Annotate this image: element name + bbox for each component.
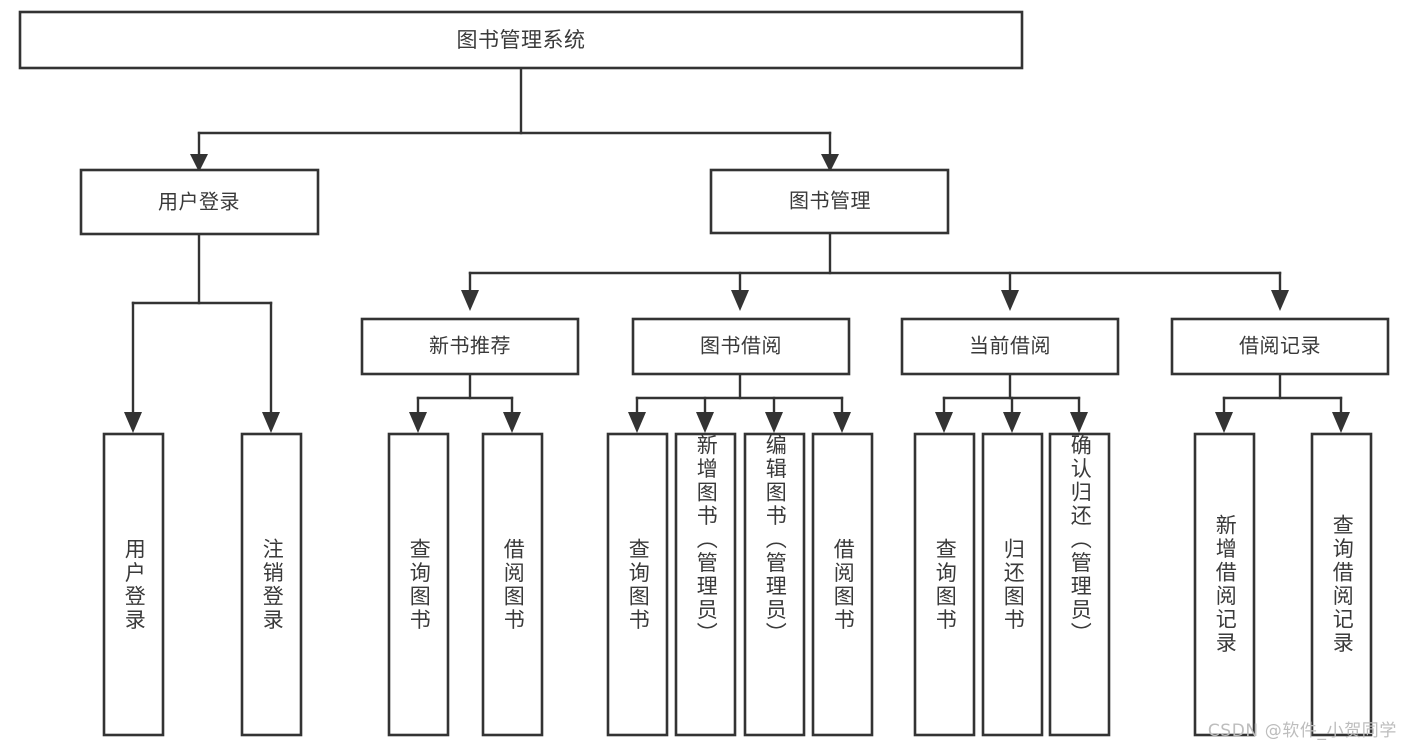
node-new-book-recommend[interactable] — [360, 317, 580, 376]
connector-layer — [124, 66, 1350, 433]
node-root-label: 图书管理系统 — [457, 28, 586, 52]
arrow-cb-leaf-2 — [1003, 412, 1021, 433]
node-book-borrow[interactable] — [631, 317, 851, 376]
arrow-nb-leaf-1 — [409, 412, 427, 433]
leaf-box-borrow-record-2[interactable] — [1310, 432, 1373, 737]
arrow-cb-leaf-3 — [1070, 412, 1088, 433]
arrow-br-leaf-2 — [1332, 412, 1350, 433]
node-user-login[interactable] — [79, 168, 320, 236]
leaf-box-borrow-record-1[interactable] — [1193, 432, 1256, 737]
leaf-box-book-borrow-1[interactable] — [606, 432, 669, 737]
node-layer: 图书管理系统 用户登录 图书管理 新书推荐 图书借阅 当前借阅 借阅记录 — [18, 10, 1390, 737]
node-borrow-record[interactable] — [1170, 317, 1390, 376]
leaf-box-current-borrow-2[interactable] — [981, 432, 1044, 737]
leaf-box-book-borrow-3[interactable] — [743, 432, 806, 737]
node-book-borrow-label: 图书借阅 — [700, 334, 782, 358]
arrow-book-borrow — [731, 290, 749, 311]
node-new-book-recommend-label: 新书推荐 — [429, 334, 511, 358]
leaf-box-new-book-1[interactable] — [387, 432, 450, 737]
arrow-current-borrow — [1001, 290, 1019, 311]
node-root[interactable] — [18, 10, 1024, 70]
watermark: CSDN @软件_小贺同学 — [1207, 721, 1397, 741]
leaf-box-book-borrow-4[interactable] — [811, 432, 874, 737]
node-current-borrow[interactable] — [900, 317, 1120, 376]
arrow-ul-leaf-1 — [124, 412, 142, 433]
arrow-bb-leaf-4 — [833, 412, 851, 433]
node-user-login-label: 用户登录 — [158, 190, 240, 214]
leaf-box-new-book-2[interactable] — [481, 432, 544, 737]
arrow-bb-leaf-3 — [765, 412, 783, 433]
node-book-manage-label: 图书管理 — [789, 189, 871, 213]
arrow-borrow-record — [1271, 290, 1289, 311]
arrow-book-manage — [821, 154, 839, 172]
node-current-borrow-label: 当前借阅 — [969, 334, 1051, 358]
arrow-bb-leaf-2 — [696, 412, 714, 433]
arrow-new-book — [461, 290, 479, 311]
leaf-box-user-login-1[interactable] — [102, 432, 165, 737]
node-book-manage[interactable] — [709, 168, 950, 235]
node-borrow-record-label: 借阅记录 — [1239, 334, 1321, 358]
leaf-box-current-borrow-3[interactable] — [1048, 432, 1111, 737]
leaf-box-current-borrow-1[interactable] — [913, 432, 976, 737]
arrow-cb-leaf-1 — [935, 412, 953, 433]
arrow-br-leaf-1 — [1215, 412, 1233, 433]
arrow-bb-leaf-1 — [628, 412, 646, 433]
arrow-ul-leaf-2 — [262, 412, 280, 433]
arrow-user-login — [190, 154, 208, 172]
leaf-box-book-borrow-2[interactable] — [674, 432, 737, 737]
leaf-box-user-login-2[interactable] — [240, 432, 303, 737]
arrow-nb-leaf-2 — [503, 412, 521, 433]
